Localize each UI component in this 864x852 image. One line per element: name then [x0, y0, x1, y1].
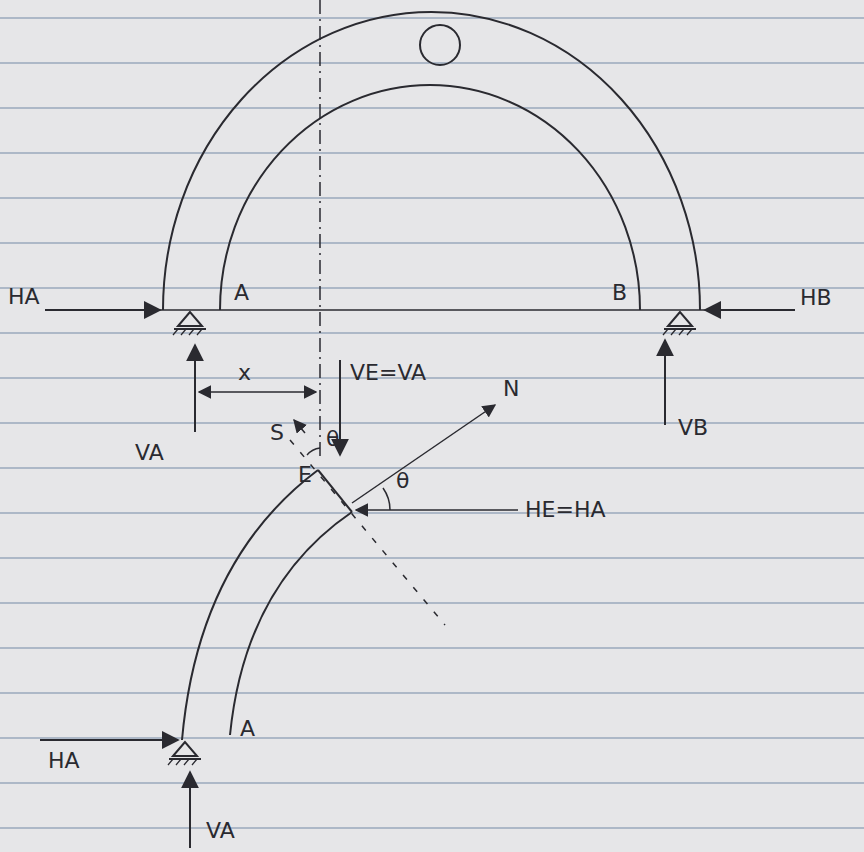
force-label: N — [503, 376, 519, 402]
ruled-line — [0, 332, 864, 334]
ruled-line — [0, 557, 864, 559]
section-line — [319, 0, 321, 460]
force-label: HE=HA — [525, 497, 605, 523]
pin-support — [663, 312, 696, 335]
force-label: A — [240, 716, 255, 742]
force-arrow — [189, 772, 191, 848]
ruled-line — [0, 602, 864, 604]
ruled-line — [0, 692, 864, 694]
force-label: A — [234, 280, 249, 306]
force-label: HB — [800, 285, 832, 311]
ruled-line — [0, 467, 864, 469]
ruled-line — [0, 377, 864, 379]
radial-line — [290, 440, 445, 625]
ruled-line — [0, 287, 864, 289]
ruled-line — [0, 17, 864, 19]
force-label: VA — [206, 818, 235, 844]
arch-outer — [163, 12, 700, 310]
force-label: VE=VA — [350, 360, 426, 386]
force-label: E — [298, 462, 312, 488]
force-label: θ — [326, 426, 339, 452]
ruled-line — [0, 152, 864, 154]
force-label: B — [612, 280, 627, 306]
force-label: VB — [678, 415, 708, 441]
ruled-line — [0, 197, 864, 199]
force-label: S — [270, 420, 284, 446]
crown-circle — [420, 25, 460, 65]
ruled-line — [0, 647, 864, 649]
ruled-line — [0, 782, 864, 784]
ruled-line — [0, 737, 864, 739]
force-label: HA — [8, 284, 40, 310]
segment-inner — [230, 512, 352, 735]
ruled-line — [0, 107, 864, 109]
force-arrow — [705, 309, 795, 311]
ruled-paper — [0, 18, 864, 828]
normal-arrow — [352, 405, 495, 503]
dimension-line — [199, 391, 316, 393]
cut-face — [318, 470, 352, 512]
force-label: VA — [135, 440, 164, 466]
ruled-line — [0, 827, 864, 829]
force-arrow — [356, 509, 518, 511]
arch-inner — [220, 85, 640, 310]
force-arrow — [40, 739, 178, 741]
angle-arc — [307, 448, 320, 455]
force-arrow — [664, 340, 666, 425]
force-label: θ — [396, 468, 409, 494]
ruled-line — [0, 242, 864, 244]
force-label: HA — [48, 748, 80, 774]
ruled-line — [0, 512, 864, 514]
segment-outer — [182, 470, 318, 740]
force-label: x — [238, 360, 251, 386]
pin-support — [168, 742, 201, 765]
ruled-line — [0, 422, 864, 424]
pin-support — [173, 312, 206, 335]
shear-arrow — [294, 420, 305, 433]
angle-arc — [383, 488, 390, 510]
force-arrow — [45, 309, 160, 311]
base-line — [45, 309, 795, 311]
force-arrow — [194, 345, 196, 432]
